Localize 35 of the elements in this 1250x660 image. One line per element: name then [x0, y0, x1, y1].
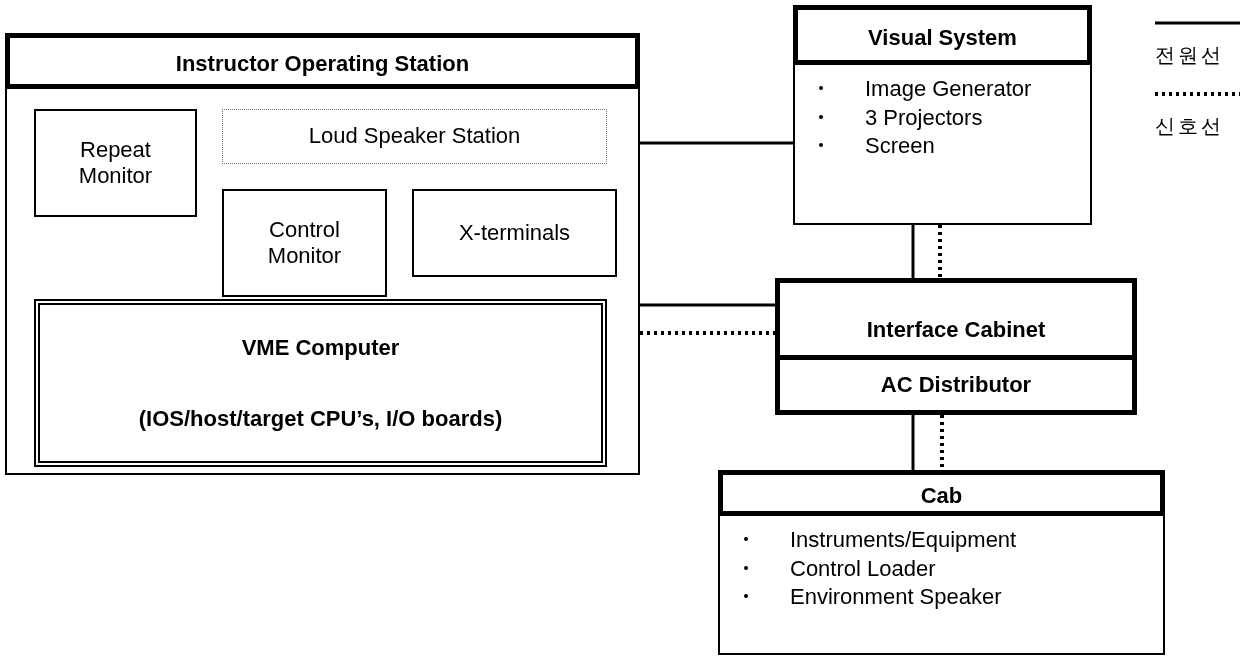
list-item: Environment Speaker — [790, 584, 1002, 610]
text-label: X-terminals — [457, 219, 572, 247]
power-line — [911, 415, 915, 470]
signal-line — [640, 331, 775, 335]
system-box — [793, 5, 1092, 225]
cabinet-box — [775, 278, 1137, 415]
title-bar: Cab — [718, 470, 1165, 516]
legend-label: 전원선 — [1155, 42, 1224, 69]
system-box — [718, 470, 1165, 655]
text-label: Control Monitor — [266, 216, 343, 270]
section-label: AC Distributor — [780, 355, 1132, 410]
list-item: Control Loader — [790, 555, 936, 581]
list-item: 3 Projectors — [865, 104, 983, 130]
station-box — [5, 33, 640, 475]
component-box — [222, 109, 607, 164]
signal-line — [938, 225, 942, 278]
computer-box — [34, 299, 607, 467]
list-item: Screen — [865, 133, 935, 159]
title-bar: Instructor Operating Station — [5, 33, 640, 89]
power-line — [911, 225, 915, 278]
text-label: VME Computer — [241, 334, 400, 361]
power-line — [640, 141, 793, 145]
power-line — [640, 303, 775, 307]
component-box — [222, 189, 387, 297]
component-box — [34, 109, 197, 217]
component-box — [412, 189, 617, 277]
text-label: Loud Speaker Station — [307, 123, 522, 150]
text-label: Repeat Monitor — [77, 136, 154, 190]
section-label: Interface Cabinet — [865, 316, 1047, 344]
title-bar: Visual System — [793, 5, 1092, 65]
list-item: Instruments/Equipment — [790, 527, 1017, 552]
legend-label: 신호선 — [1155, 113, 1224, 140]
signal-line — [940, 415, 944, 470]
list-item: Image Generator — [865, 76, 1032, 101]
text-label: (IOS/host/target CPU’s, I/O boards) — [138, 405, 503, 432]
